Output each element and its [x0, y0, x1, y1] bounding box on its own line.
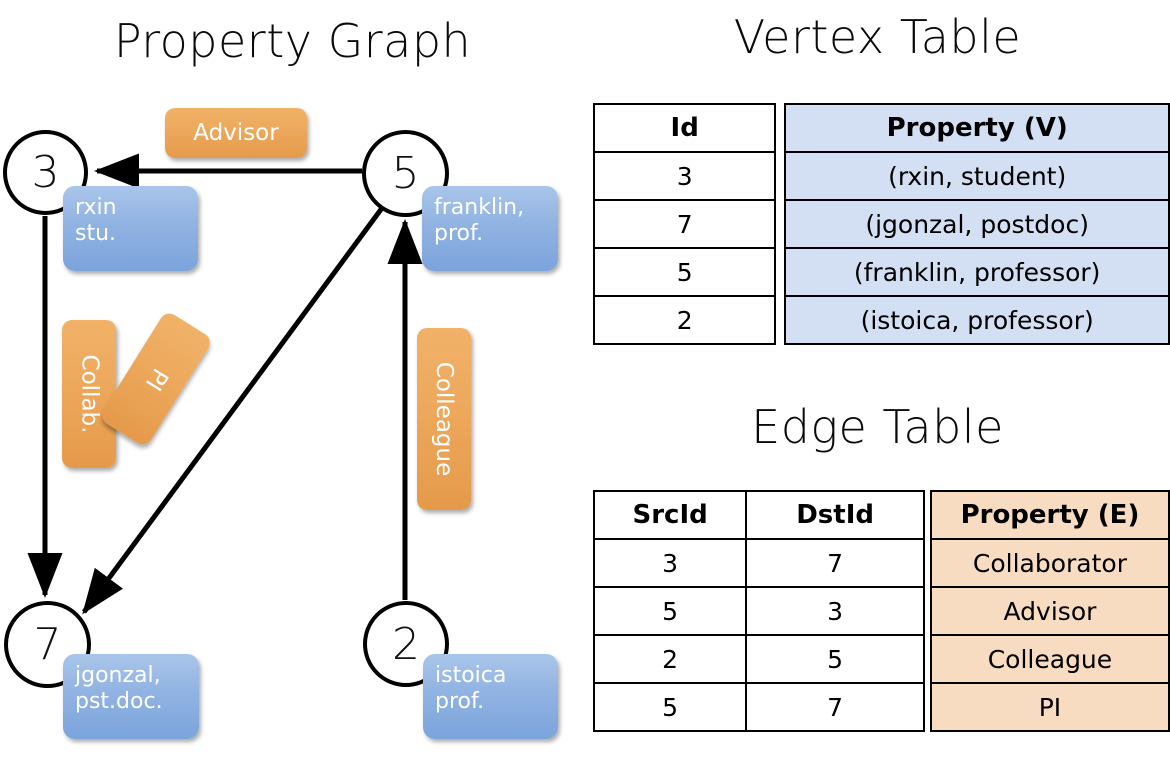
vertex-property-box-7: jgonzal, pst.doc.: [63, 654, 199, 739]
vertex-property-box-3-line2: stu.: [75, 221, 117, 246]
vertex-property-box-5-line1: franklin,: [434, 195, 525, 220]
edge-table-property-column: Property (E) Collaborator Advisor Collea…: [929, 490, 1170, 732]
table-row: Collaborator: [929, 538, 1170, 588]
table-header-row: Id: [592, 103, 777, 153]
edge-table-header-property: Property (E): [929, 490, 1170, 540]
edge-table-header-srcid: SrcId: [592, 490, 748, 540]
table-row: 2: [592, 295, 777, 345]
vertex-table-cell-property: (jgonzal, postdoc): [784, 199, 1170, 249]
vertex-table-property-column: Property (V) (rxin, student) (jgonzal, p…: [784, 103, 1170, 345]
table-row: 2 5: [592, 634, 925, 684]
table-row: PI: [929, 682, 1170, 732]
vertex-node-3-label: 3: [31, 147, 60, 198]
edge-label-collab: Collab.: [62, 320, 116, 468]
vertex-property-box-5: franklin, prof.: [422, 186, 558, 271]
edge-table: SrcId DstId 3 7 5 3 2 5 5 7 Pro: [592, 490, 1170, 732]
vertex-property-box-3-line1: rxin: [75, 195, 117, 220]
table-row: 3: [592, 151, 777, 201]
vertex-table-cell-id: 5: [592, 247, 777, 297]
vertex-node-2[interactable]: 2: [363, 601, 449, 687]
vertex-table: Id 3 7 5 2 Property (V) (rxin, student): [592, 103, 1170, 345]
table-header-row: Property (V): [784, 103, 1170, 153]
edge-table-cell-property: Colleague: [929, 634, 1170, 684]
table-row: 3 7: [592, 538, 925, 588]
edge-table-cell-property: Advisor: [929, 586, 1170, 636]
table-row: (rxin, student): [784, 151, 1170, 201]
table-header-row: SrcId DstId: [592, 490, 925, 540]
page-title-edge-table: Edge Table: [751, 400, 1004, 454]
vertex-table-column-gap: [776, 103, 784, 345]
edge-table-cell-srcid: 5: [592, 586, 748, 636]
edge-label-colleague-text: Colleague: [431, 361, 458, 477]
edge-label-pi-text: PI: [139, 363, 173, 395]
vertex-node-7-label: 7: [33, 619, 62, 670]
edge-table-cell-dstid: 7: [745, 682, 925, 732]
vertex-node-2-label: 2: [392, 618, 420, 670]
edge-table-id-columns: SrcId DstId 3 7 5 3 2 5 5 7: [592, 490, 925, 732]
edge-table-header-dstid: DstId: [745, 490, 925, 540]
vertex-node-5-label: 5: [391, 148, 420, 199]
table-row: Colleague: [929, 634, 1170, 684]
table-row: Advisor: [929, 586, 1170, 636]
table-row: (jgonzal, postdoc): [784, 199, 1170, 249]
vertex-table-id-column: Id 3 7 5 2: [592, 103, 777, 345]
edge-table-cell-dstid: 5: [745, 634, 925, 684]
vertex-node-5[interactable]: 5: [362, 130, 449, 217]
edge-label-colleague: Colleague: [417, 328, 471, 510]
edge-pi-5-to-7: [81, 206, 385, 615]
vertex-table-header-id: Id: [592, 103, 777, 153]
vertex-property-box-2-line1: istoica: [435, 663, 507, 688]
graph-edges-svg: [27, 153, 423, 615]
edge-table-cell-srcid: 3: [592, 538, 748, 588]
edge-table-cell-dstid: 7: [745, 538, 925, 588]
property-graph-diagram: 3 5 7 2 rxin stu. franklin, prof. jgonza…: [3, 108, 558, 739]
edge-table-cell-property: PI: [929, 682, 1170, 732]
vertex-table-cell-property: (franklin, professor): [784, 247, 1170, 297]
table-row: (franklin, professor): [784, 247, 1170, 297]
table-row: 5: [592, 247, 777, 297]
edge-table-cell-property: Collaborator: [929, 538, 1170, 588]
page-title-vertex-table: Vertex Table: [733, 10, 1022, 64]
vertex-table-cell-id: 3: [592, 151, 777, 201]
vertex-property-box-2: istoica prof.: [423, 654, 558, 739]
vertex-property-box-2-line2: prof.: [435, 689, 485, 714]
table-row: 5 7: [592, 682, 925, 732]
edge-table-cell-srcid: 5: [592, 682, 748, 732]
vertex-table-cell-id: 7: [592, 199, 777, 249]
vertex-property-box-7-line1: jgonzal,: [75, 663, 161, 688]
edge-table-cell-srcid: 2: [592, 634, 748, 684]
vertex-table-cell-property: (istoica, professor): [784, 295, 1170, 345]
vertex-table-cell-property: (rxin, student): [784, 151, 1170, 201]
page-title-property-graph: Property Graph: [113, 14, 472, 68]
table-row: 7: [592, 199, 777, 249]
vertex-property-box-7-line2: pst.doc.: [75, 689, 163, 714]
table-row: 5 3: [592, 586, 925, 636]
vertex-table-cell-id: 2: [592, 295, 777, 345]
table-header-row: Property (E): [929, 490, 1170, 540]
table-row: (istoica, professor): [784, 295, 1170, 345]
edge-label-collab-text: Collab.: [76, 354, 103, 434]
vertex-property-box-5-line2: prof.: [434, 221, 484, 246]
vertex-property-box-3: rxin stu.: [63, 186, 198, 271]
edge-label-advisor: Advisor: [165, 108, 307, 158]
edge-label-advisor-text: Advisor: [193, 120, 279, 146]
edge-table-cell-dstid: 3: [745, 586, 925, 636]
vertex-table-header-property: Property (V): [784, 103, 1170, 153]
